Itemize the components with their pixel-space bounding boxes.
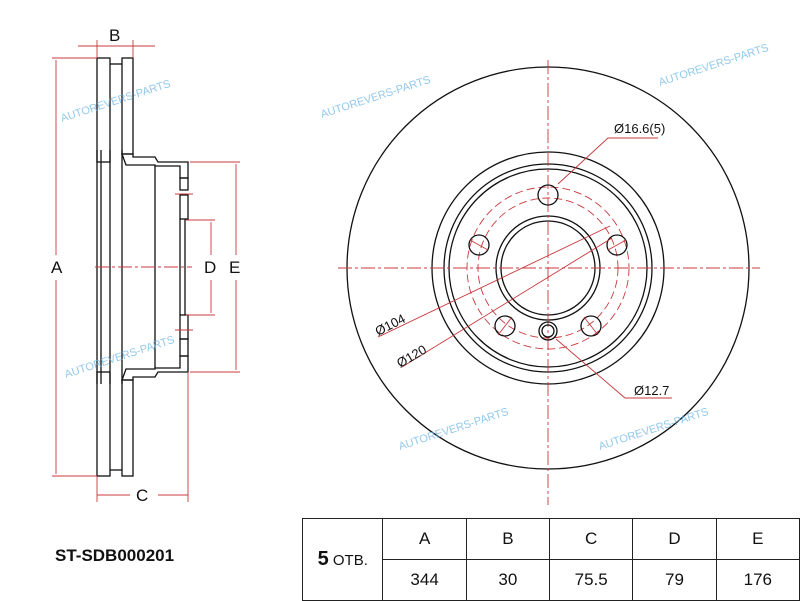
pcd-diameter-label: Ø104	[373, 311, 408, 339]
front-view: Ø16.6(5) Ø104 Ø120 Ø12.7	[338, 60, 760, 505]
bolt-holes	[468, 184, 628, 341]
header-b: B	[465, 518, 551, 560]
header-c: C	[548, 518, 634, 560]
small-hole-diameter-label: Ø12.7	[634, 383, 669, 398]
watermark: AUTOREVERS-PARTS	[597, 406, 710, 453]
header-e: E	[715, 518, 800, 560]
bolt-hole-diameter-label: Ø16.6(5)	[614, 121, 665, 136]
value-b: 30	[465, 559, 551, 601]
side-view: A B C D E	[51, 26, 240, 505]
holes-unit: ОТВ.	[332, 552, 368, 569]
holes-cell: 5 ОТВ.	[301, 518, 384, 601]
dim-label-c: C	[136, 486, 148, 505]
dim-label-a: A	[51, 258, 63, 277]
hub-diameter-label: Ø120	[394, 342, 429, 371]
dim-label-d: D	[204, 258, 216, 277]
holes-count: 5	[317, 548, 329, 570]
value-d: 79	[632, 559, 717, 601]
value-e: 176	[715, 559, 800, 601]
watermark: AUTOREVERS-PARTS	[59, 78, 172, 125]
value-c: 75.5	[548, 559, 634, 601]
dim-label-b: B	[109, 26, 120, 45]
part-number: ST-SDB000201	[55, 546, 175, 565]
header-a: A	[382, 518, 467, 560]
spec-table: 5 ОТВ. A B C D E 344 30 75.5 79 176	[301, 518, 800, 601]
header-d: D	[632, 518, 717, 560]
value-a: 344	[382, 559, 467, 601]
watermark: AUTOREVERS-PARTS	[63, 334, 176, 381]
watermark: AUTOREVERS-PARTS	[657, 42, 770, 89]
watermark: AUTOREVERS-PARTS	[319, 74, 432, 121]
dim-label-e: E	[229, 258, 240, 277]
